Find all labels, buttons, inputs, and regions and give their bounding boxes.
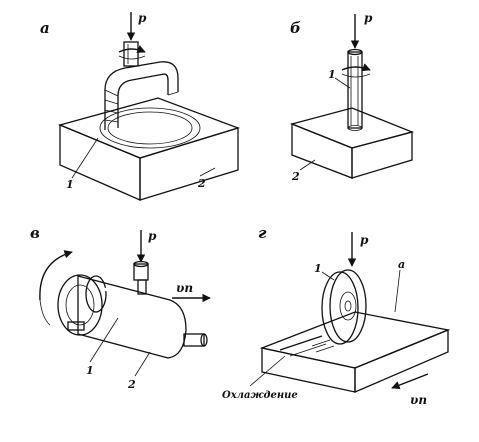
panel-g-letter: г xyxy=(258,224,267,242)
panel-b-letter: б xyxy=(290,19,301,37)
panel-v-speed-label: υп xyxy=(176,281,193,295)
panel-g-part-a-label: а xyxy=(398,258,405,271)
panel-v-part1-label: 1 xyxy=(86,364,94,377)
panel-a-part2-label: 2 xyxy=(197,177,206,190)
panel-a-letter: а xyxy=(40,19,50,37)
panel-a-rotation-arrow xyxy=(118,45,146,53)
panel-b-rotation-arrow xyxy=(341,63,371,72)
panel-b-rod xyxy=(347,48,363,131)
panel-v-tool xyxy=(133,260,149,295)
panel-a-workpiece xyxy=(57,97,241,201)
panel-a-force-label: p xyxy=(138,11,147,25)
panel-g-coolant-label: Охлаждение xyxy=(222,390,298,401)
panel-a-tool xyxy=(104,41,179,130)
panel-v: в p υп xyxy=(30,224,211,391)
panel-b-part2-label: 2 xyxy=(291,170,300,183)
panel-g-speed-arrow xyxy=(391,373,429,390)
panel-g-coolant-nozzle xyxy=(279,335,327,357)
panel-b-force-label: p xyxy=(364,11,373,25)
panel-g-workpiece xyxy=(259,311,451,393)
panel-v-force-label: p xyxy=(148,229,157,243)
panel-a: а p 1 xyxy=(40,11,241,201)
panel-v-letter: в xyxy=(30,224,40,242)
panel-g-speed-label: υп xyxy=(410,393,427,407)
panel-g-part1-label: 1 xyxy=(314,262,322,275)
panel-g-force-label: p xyxy=(360,233,369,247)
panel-v-cylinder xyxy=(57,274,208,359)
panel-b-part1-label: 1 xyxy=(328,68,336,81)
panel-b: б p 1 2 xyxy=(289,11,415,183)
panel-b-workpiece xyxy=(289,107,415,179)
panel-a-part1-label: 1 xyxy=(66,178,74,191)
panel-g: г p 1 а О xyxy=(222,224,451,407)
panel-v-rotation-arrow xyxy=(39,250,73,301)
panel-v-part2-label: 2 xyxy=(127,378,136,391)
panel-g-wheel xyxy=(321,269,367,345)
